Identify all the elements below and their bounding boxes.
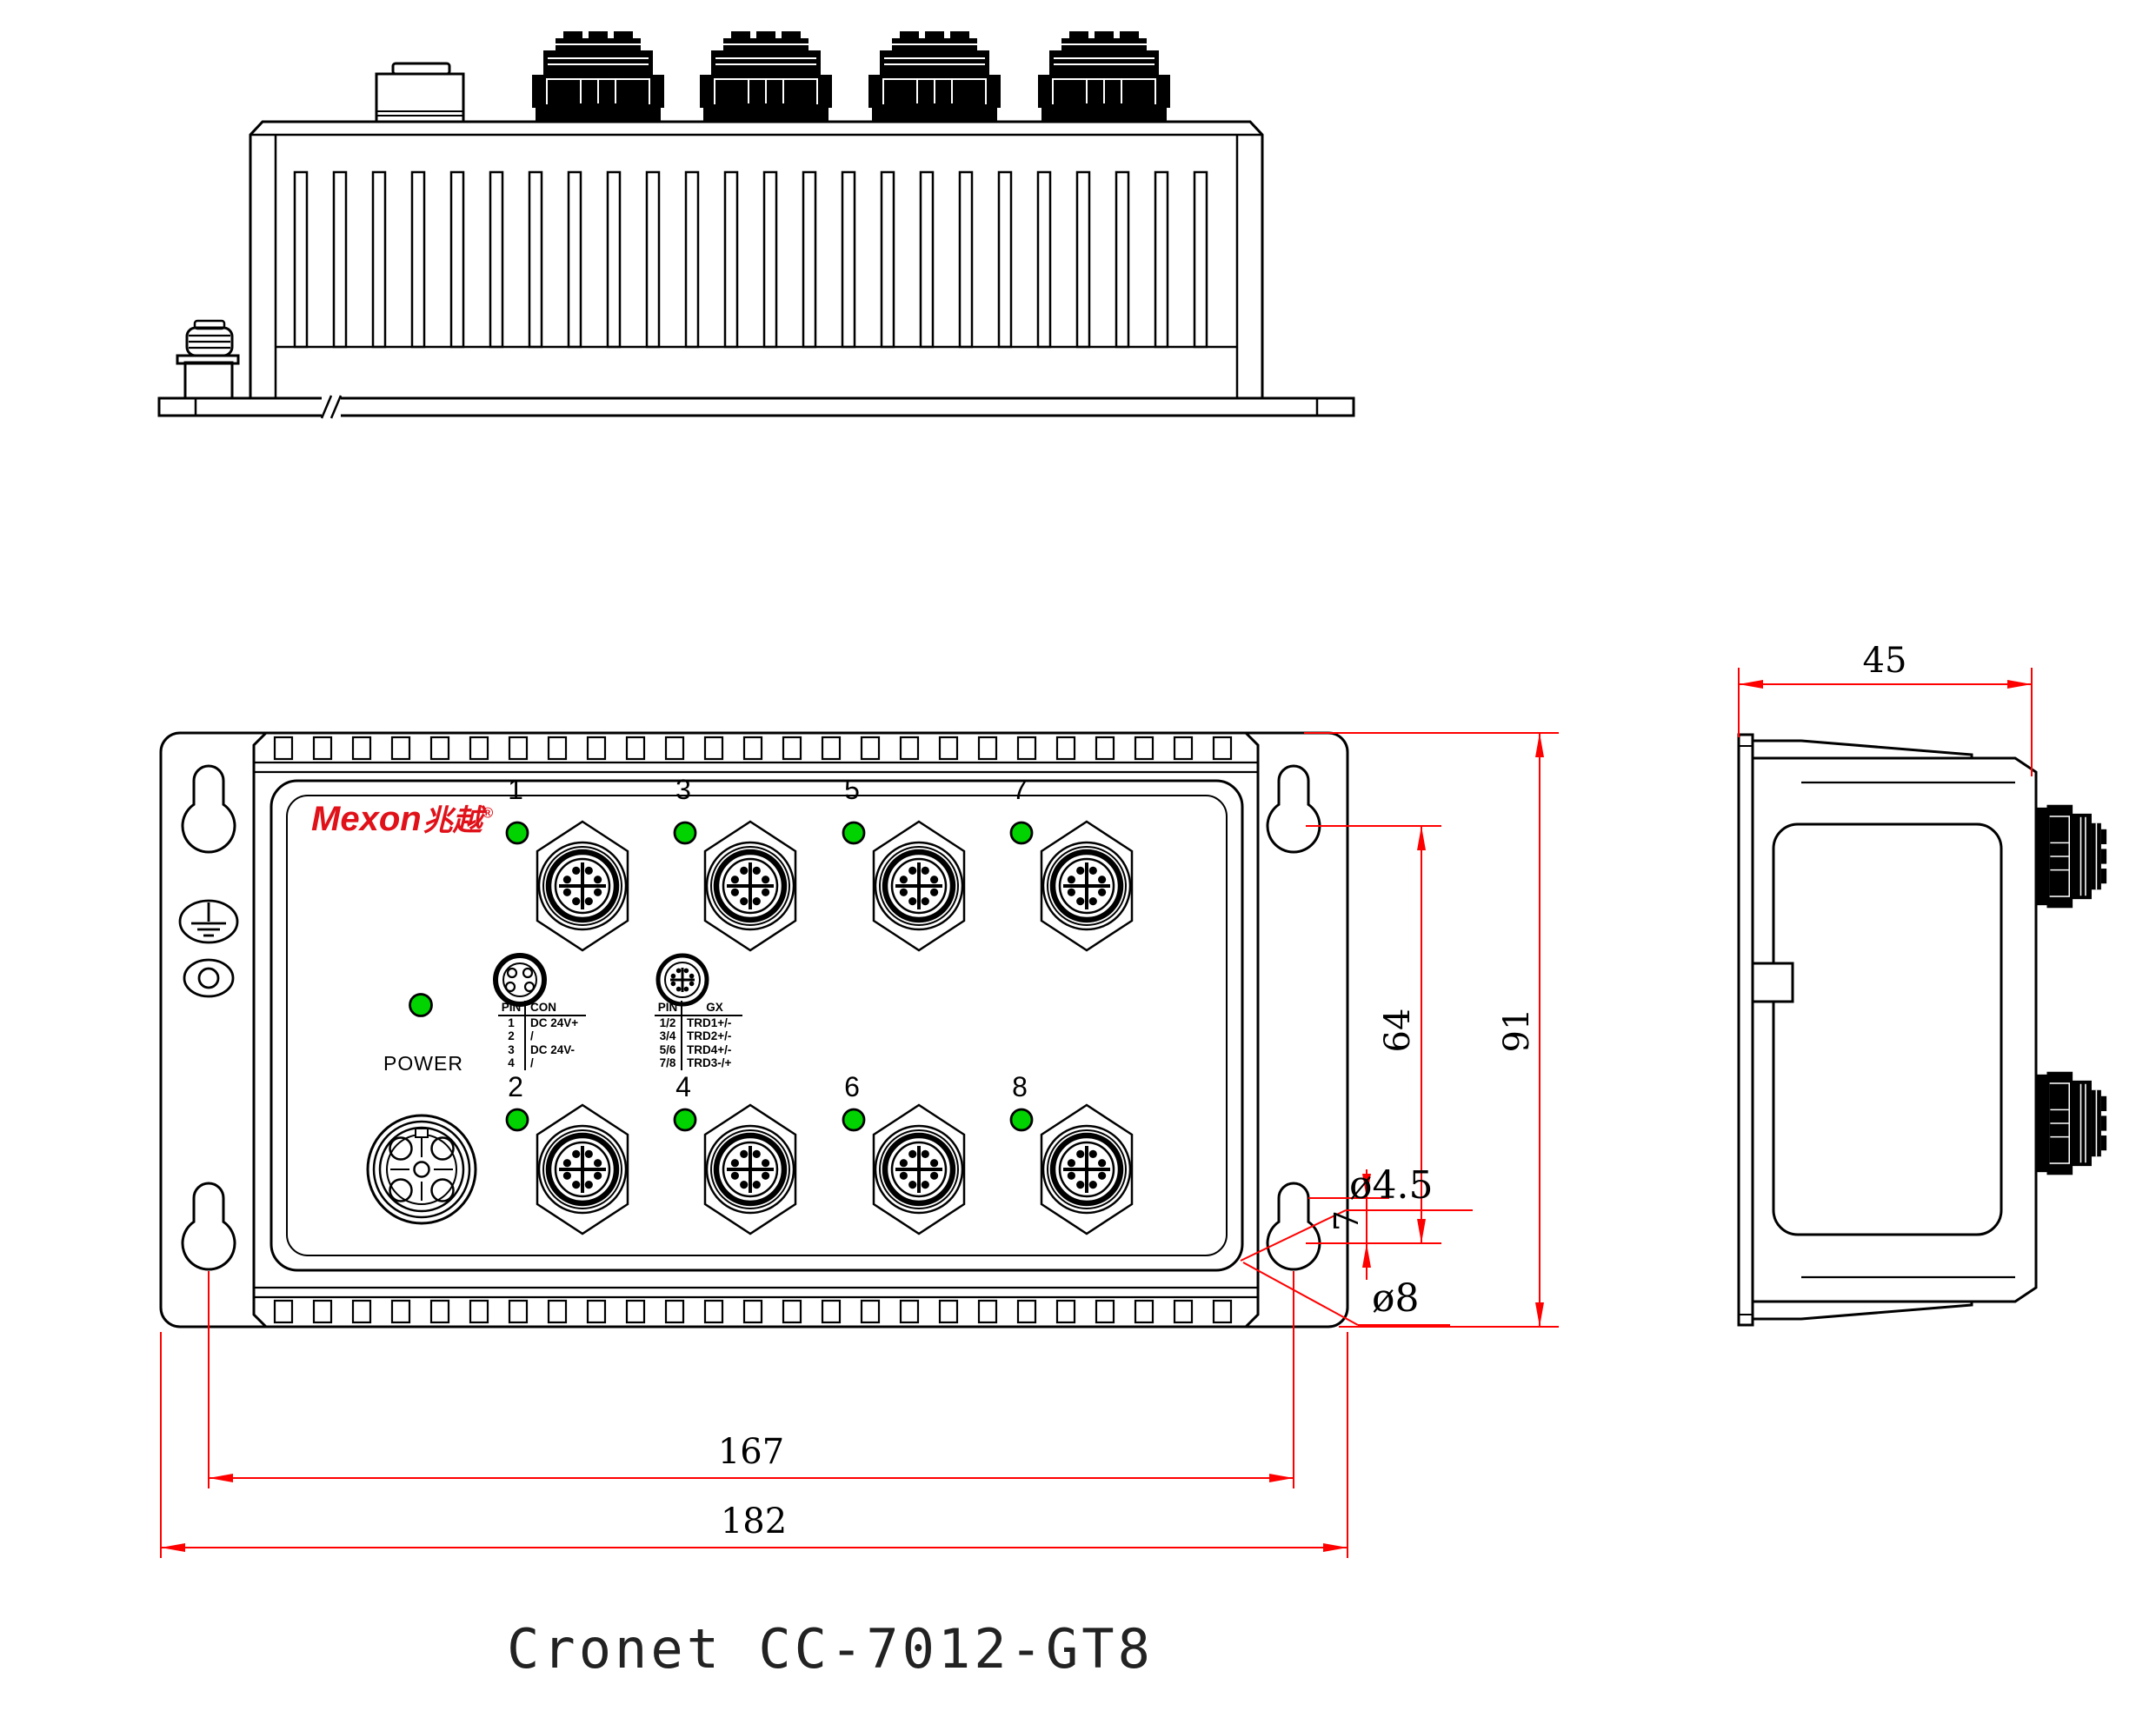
port-label-7: 7 (1012, 774, 1028, 805)
power-label: POWER (383, 1052, 463, 1075)
ground-symbol (178, 899, 239, 944)
port-label-1: 1 (508, 774, 523, 805)
registered-mark-icon: ® (482, 804, 494, 822)
side-plug-bottom (2034, 1070, 2108, 1176)
top-power-block (375, 72, 465, 123)
dim-91: 91 (1497, 1008, 1537, 1053)
led-port-4 (673, 1108, 697, 1132)
ground-screw (183, 958, 235, 998)
led-port-3 (673, 821, 697, 845)
fin-ends-bottom (273, 1299, 1233, 1324)
base-plate (157, 396, 1355, 417)
side-view (1737, 733, 2108, 1327)
side-mount-plate (1737, 733, 1754, 1327)
con-header-pin: PIN (501, 1001, 522, 1014)
dim-182: 182 (720, 1502, 788, 1542)
con-row: 2/ (498, 1029, 586, 1043)
dim-64: 64 (1378, 1008, 1418, 1053)
drawing-title: Cronet CC-7012-GT8 (507, 1617, 1154, 1681)
keyhole-bottom-left (181, 1182, 236, 1271)
dim-slot-dia: ø4.5 (1349, 1163, 1434, 1208)
dimension-lines (159, 668, 2033, 1558)
heatsink-fins-top-view (293, 170, 1208, 349)
port-label-3: 3 (675, 774, 691, 805)
port-label-2: 2 (508, 1071, 523, 1102)
port-label-8: 8 (1012, 1071, 1028, 1102)
port-label-5: 5 (844, 774, 860, 805)
brand-name: Mexon (311, 800, 422, 838)
gx-header-pin: PIN (657, 1001, 678, 1014)
dim-45: 45 (1862, 641, 1907, 681)
led-port-2 (505, 1108, 529, 1132)
led-port-1 (505, 821, 529, 845)
led-port-6 (842, 1108, 866, 1132)
gx-header-gx: GX (681, 1001, 742, 1015)
led-port-8 (1009, 1108, 1034, 1132)
front-view (159, 731, 1349, 1328)
brand-cjk: 兆越 (423, 804, 482, 837)
side-clip-tab (1751, 962, 1794, 1003)
dim-167: 167 (717, 1432, 785, 1472)
side-plug-top (2034, 803, 2108, 909)
con-row: 4/ (498, 1056, 586, 1070)
port-label-6: 6 (844, 1071, 860, 1102)
gx-pinout-connector (658, 956, 707, 1004)
dim-7: 7 (1328, 1209, 1366, 1232)
keyhole-top-left (181, 764, 236, 854)
port-label-4: 4 (675, 1071, 691, 1102)
front-panel (270, 779, 1244, 1272)
keyhole-top-right (1266, 764, 1321, 854)
led-power (409, 993, 433, 1017)
dim-hole-dia: ø8 (1372, 1276, 1420, 1321)
brand-logo: Mexon兆越® (311, 796, 493, 839)
fin-ends-top (273, 736, 1233, 761)
led-port-7 (1009, 821, 1034, 845)
con-header-con: CON (524, 1001, 586, 1015)
side-panel (1772, 822, 2003, 1236)
cable-gland (176, 319, 240, 400)
led-port-5 (842, 821, 866, 845)
top-view (157, 30, 1355, 419)
status-leds (409, 821, 1034, 1132)
